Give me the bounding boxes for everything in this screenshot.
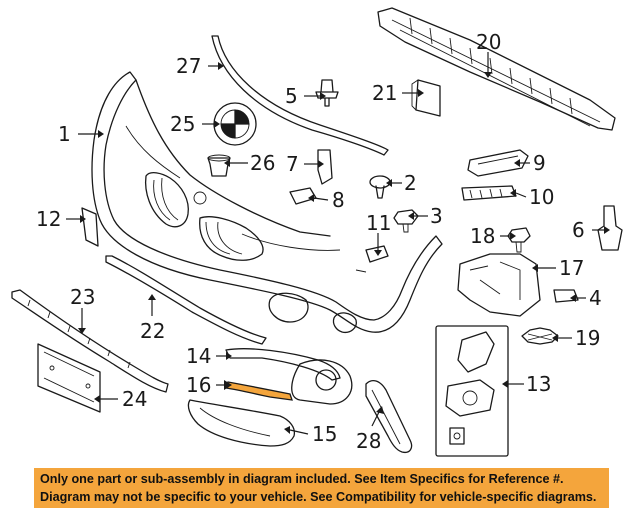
callout-25: 25 bbox=[170, 112, 195, 136]
callout-21: 21 bbox=[372, 81, 397, 105]
callout-12: 12 bbox=[36, 207, 61, 231]
callout-8: 8 bbox=[332, 188, 345, 212]
callout-1: 1 bbox=[58, 122, 71, 146]
callout-5: 5 bbox=[285, 84, 298, 108]
part-25-emblem bbox=[213, 102, 257, 146]
part-7-bracket bbox=[317, 149, 333, 185]
highlight-strip bbox=[225, 381, 293, 401]
callout-11: 11 bbox=[366, 211, 391, 235]
part-10-trim bbox=[461, 185, 517, 201]
callout-9: 9 bbox=[533, 151, 546, 175]
callout-13: 13 bbox=[526, 372, 551, 396]
part-4-clip bbox=[553, 289, 579, 303]
part-2-screw bbox=[369, 175, 391, 199]
part-9-trim bbox=[467, 149, 529, 177]
callout-6: 6 bbox=[572, 218, 585, 242]
callout-15: 15 bbox=[312, 422, 337, 446]
part-22-lower-strip bbox=[105, 255, 267, 345]
callout-3: 3 bbox=[430, 204, 443, 228]
callout-2: 2 bbox=[404, 171, 417, 195]
callout-28: 28 bbox=[356, 429, 381, 453]
callout-17: 17 bbox=[559, 256, 584, 280]
callout-19: 19 bbox=[575, 326, 600, 350]
part-23-spoiler bbox=[11, 289, 169, 393]
part-5-clip bbox=[315, 79, 339, 107]
callout-14: 14 bbox=[186, 344, 211, 368]
callout-18: 18 bbox=[470, 224, 495, 248]
disclaimer-banner: Only one part or sub-assembly in diagram… bbox=[34, 468, 609, 508]
part-26-grommet bbox=[207, 154, 231, 177]
parts-diagram: 1 2 3 4 5 6 7 8 9 10 11 12 13 14 15 16 1… bbox=[11, 7, 623, 457]
callout-10: 10 bbox=[529, 185, 554, 209]
callout-4: 4 bbox=[589, 286, 602, 310]
part-17-bracket bbox=[457, 253, 541, 317]
part-27-trim-strip bbox=[211, 35, 389, 156]
arrowheads bbox=[78, 62, 610, 434]
callout-20: 20 bbox=[476, 30, 501, 54]
callout-26: 26 bbox=[250, 151, 275, 175]
part-13-sensor-kit bbox=[435, 325, 509, 457]
part-24-license-bracket bbox=[37, 343, 101, 413]
callout-16: 16 bbox=[186, 373, 211, 397]
callout-22: 22 bbox=[140, 319, 165, 343]
callout-23: 23 bbox=[70, 285, 95, 309]
part-20-absorber bbox=[377, 7, 616, 131]
callout-7: 7 bbox=[286, 152, 299, 176]
part-19-star-nut bbox=[521, 327, 559, 345]
disclaimer-line-2: Diagram may not be specific to your vehi… bbox=[40, 490, 597, 504]
callout-labels: 1 2 3 4 5 6 7 8 9 10 11 12 13 14 15 16 1… bbox=[36, 30, 602, 453]
part-1-bumper-cover bbox=[91, 71, 443, 334]
part-6-pin bbox=[597, 205, 623, 251]
disclaimer-line-1: Only one part or sub-assembly in diagram… bbox=[40, 472, 564, 486]
part-14-grille-trim bbox=[225, 348, 341, 381]
part-16-moulding-highlighted bbox=[225, 381, 293, 401]
part-12-reflector bbox=[81, 207, 99, 247]
callout-27: 27 bbox=[176, 54, 201, 78]
part-18-screw bbox=[507, 227, 531, 253]
part-28-reflector bbox=[365, 379, 413, 454]
part-3-nut bbox=[393, 209, 419, 233]
part-21-bracket bbox=[411, 79, 441, 117]
leader-lines bbox=[66, 52, 604, 435]
callout-24: 24 bbox=[122, 387, 147, 411]
part-15-fog-bezel bbox=[187, 359, 353, 447]
